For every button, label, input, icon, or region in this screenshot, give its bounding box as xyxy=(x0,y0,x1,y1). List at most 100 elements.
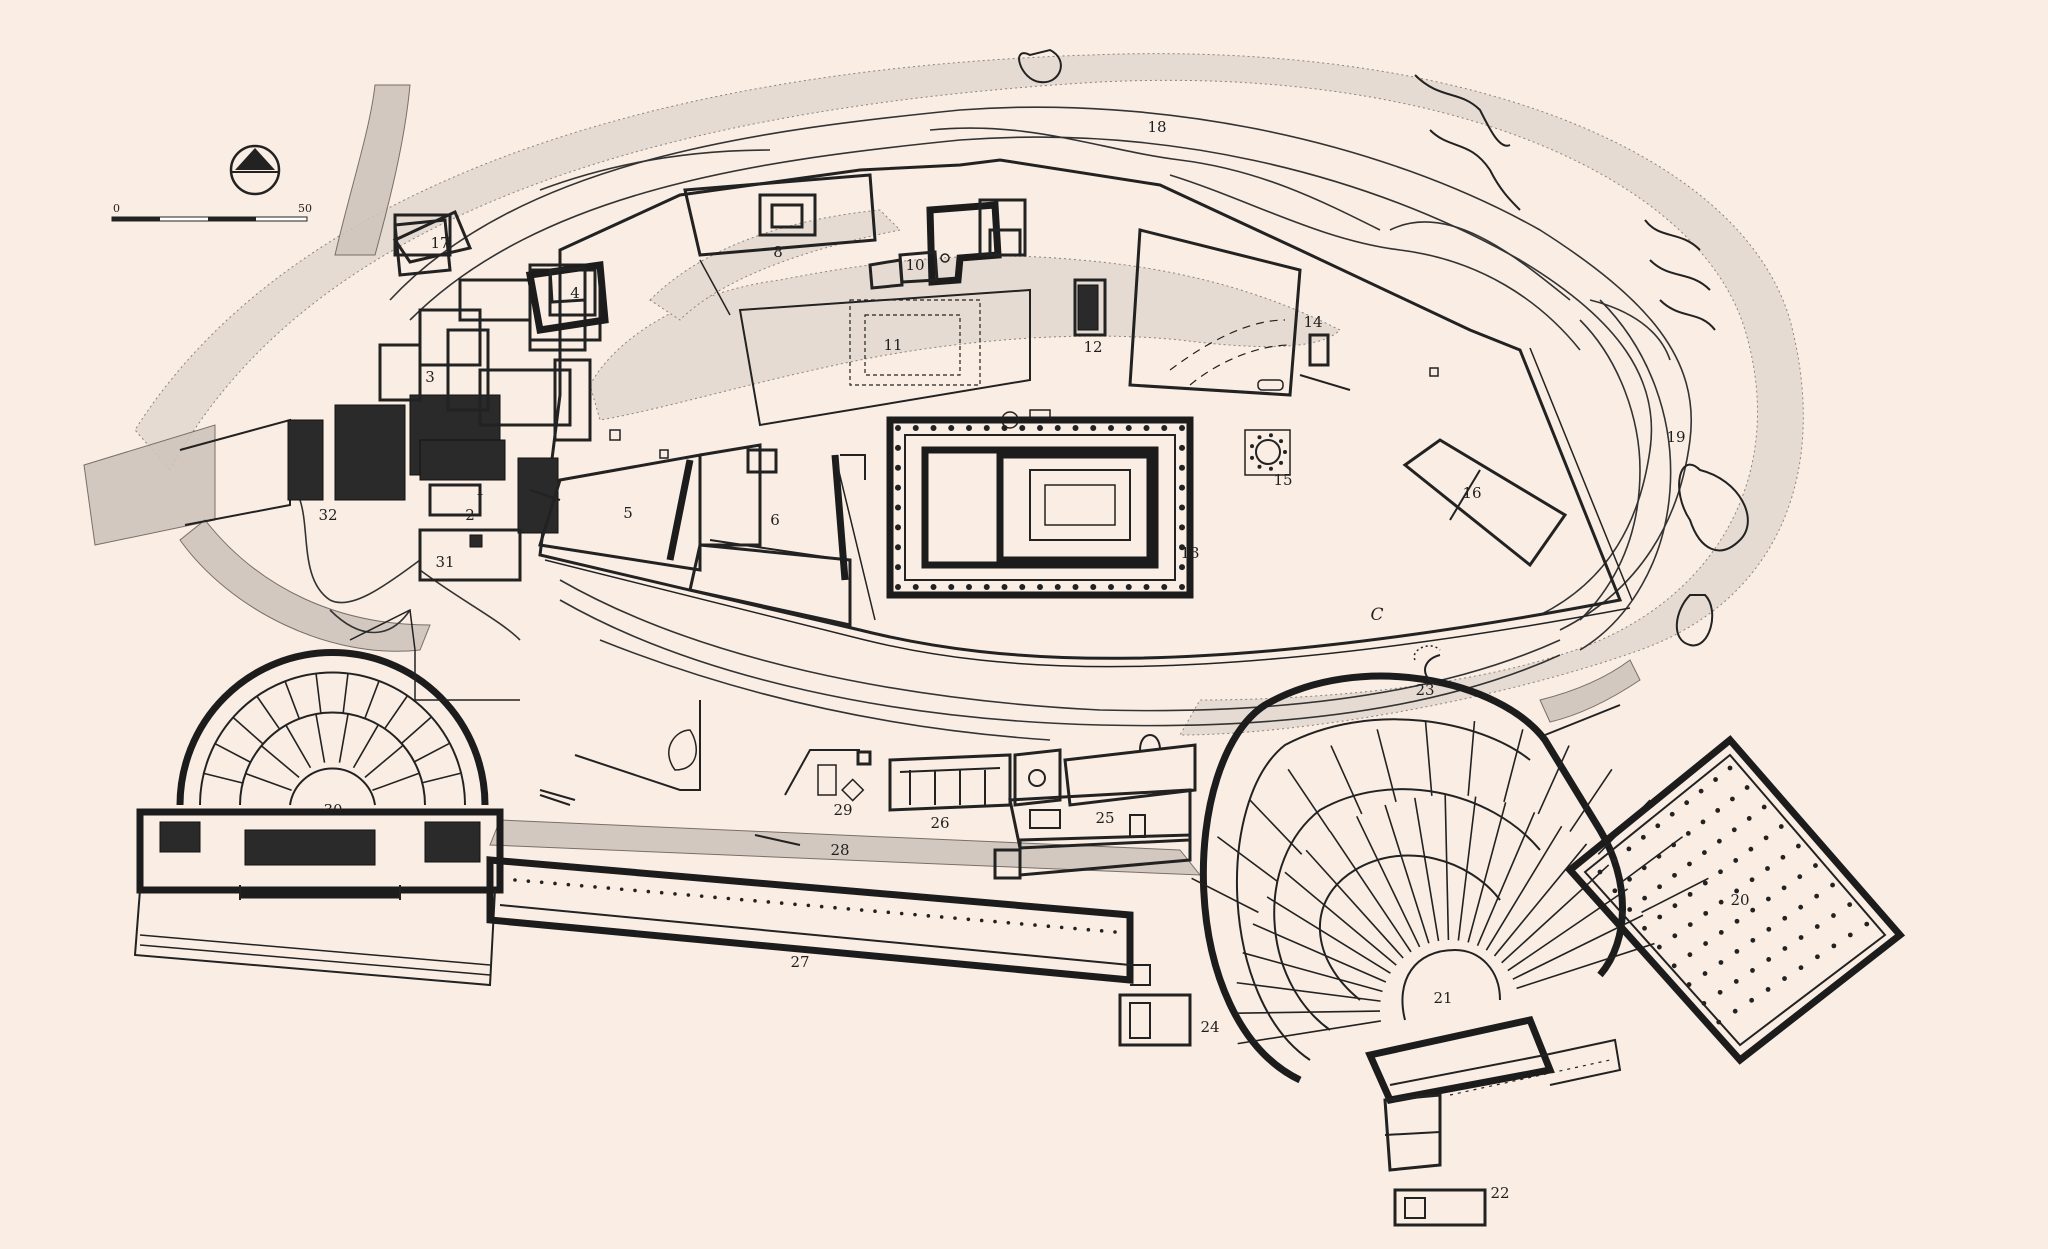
seating-line xyxy=(364,745,403,778)
perikles-column xyxy=(1734,949,1740,954)
stoa-column xyxy=(793,902,797,907)
label-20: 20 xyxy=(1730,891,1749,909)
building-17 xyxy=(392,209,473,264)
scale-bar: 0 50 xyxy=(111,202,312,222)
perikles-column xyxy=(1847,902,1853,907)
seating-line xyxy=(1503,729,1524,803)
parthenon-column xyxy=(895,524,901,531)
parthenon-column xyxy=(1179,425,1185,431)
seating-line xyxy=(1355,815,1421,948)
parthenon-column xyxy=(1019,584,1026,590)
north-arrow-icon xyxy=(229,144,281,196)
parthenon-column xyxy=(1108,584,1114,590)
perikles-column xyxy=(1781,885,1787,891)
stoa-column xyxy=(1086,927,1091,932)
parthenon-column xyxy=(912,425,919,431)
perikles-column xyxy=(1750,937,1756,943)
seating-line xyxy=(363,681,380,720)
perikles-column xyxy=(1733,858,1739,863)
stoa-columns xyxy=(513,878,1117,934)
perikles-column xyxy=(1656,853,1662,859)
perikles-column xyxy=(1782,946,1788,951)
roma-column xyxy=(1279,439,1284,444)
seating-line xyxy=(1424,720,1433,796)
perikles-column xyxy=(1814,893,1820,899)
stoa-column xyxy=(713,895,717,900)
stoa-column xyxy=(739,897,744,902)
perikles-column xyxy=(1702,850,1707,855)
perikles-column xyxy=(1612,858,1617,863)
seating-line xyxy=(1235,1010,1381,1015)
roma-column xyxy=(1250,455,1255,460)
perikles-column xyxy=(1780,854,1786,860)
roma-column xyxy=(1257,464,1262,469)
stoa-column xyxy=(1099,929,1104,933)
perikles-column xyxy=(1687,952,1693,958)
odeion-herodes-atticus xyxy=(133,649,504,987)
building-29 xyxy=(784,749,872,802)
seating-line xyxy=(400,716,432,745)
seating-line xyxy=(315,714,326,763)
seating-line xyxy=(256,695,281,730)
stoa-column xyxy=(993,919,997,924)
perikles-column xyxy=(1750,907,1756,913)
stoa-column xyxy=(819,904,824,909)
perikles-column xyxy=(1733,978,1739,984)
perikles-columns xyxy=(1597,765,1870,1025)
perikles-column xyxy=(1729,796,1735,802)
seating-line xyxy=(285,724,312,769)
perikles-column xyxy=(1782,915,1788,921)
stoa-column xyxy=(553,881,557,886)
parthenon-column xyxy=(1037,584,1043,590)
parthenon-column xyxy=(1072,425,1079,431)
perikles-column xyxy=(1684,800,1690,806)
altar-marks xyxy=(609,409,1051,459)
seating-line xyxy=(1287,768,1331,833)
parthenon-column xyxy=(1125,425,1132,431)
perikles-column xyxy=(1657,914,1663,920)
label-1: 1 xyxy=(475,481,485,499)
stoa-column xyxy=(1073,926,1077,931)
perikles-column xyxy=(1715,808,1721,813)
perikles-column xyxy=(1687,922,1693,928)
perikles-column xyxy=(1655,823,1661,829)
label-14: 14 xyxy=(1303,313,1322,331)
seating-line xyxy=(1284,871,1397,966)
building-12 xyxy=(1073,278,1107,337)
perikles-column xyxy=(1700,819,1706,825)
acropolis-wall xyxy=(538,158,1633,668)
perikles-column xyxy=(1717,989,1723,995)
perikles-column xyxy=(1750,968,1755,973)
parthenon-column xyxy=(1108,425,1114,431)
label-24: 24 xyxy=(1200,1018,1219,1036)
seating-line xyxy=(1237,1020,1381,1045)
stoa-column xyxy=(619,887,624,892)
seating-line xyxy=(1236,981,1381,1002)
parthenon-column xyxy=(1090,584,1097,590)
stoa-column xyxy=(513,878,517,882)
stoa-column xyxy=(899,911,904,916)
perikles-column xyxy=(1798,935,1804,940)
building-22 xyxy=(1393,1188,1487,1227)
stoa-column xyxy=(593,885,597,889)
parthenon xyxy=(886,416,1194,599)
perikles-column xyxy=(1718,929,1724,935)
building-16 xyxy=(1402,438,1568,568)
seating-line xyxy=(1569,768,1613,833)
perikles-column xyxy=(1749,997,1755,1003)
building-24 xyxy=(1118,993,1192,1047)
perikles-column xyxy=(1766,926,1772,932)
parthenon-column xyxy=(966,584,972,590)
parthenon-column xyxy=(1054,584,1061,590)
seating-line xyxy=(315,673,322,714)
seating-line xyxy=(413,742,450,763)
plan-labels: 1 2 3 4 5 6 8 10 11 12 13 14 15 16 17 18… xyxy=(318,118,1749,1202)
south-slope-lines xyxy=(349,608,801,846)
perikles-column xyxy=(1627,876,1632,882)
parthenon-column xyxy=(895,484,901,491)
stoa-column xyxy=(833,905,837,910)
seating-line xyxy=(1467,802,1507,943)
seating-line xyxy=(1329,831,1412,953)
stoa-column xyxy=(566,882,571,887)
seating-line xyxy=(1467,720,1476,796)
